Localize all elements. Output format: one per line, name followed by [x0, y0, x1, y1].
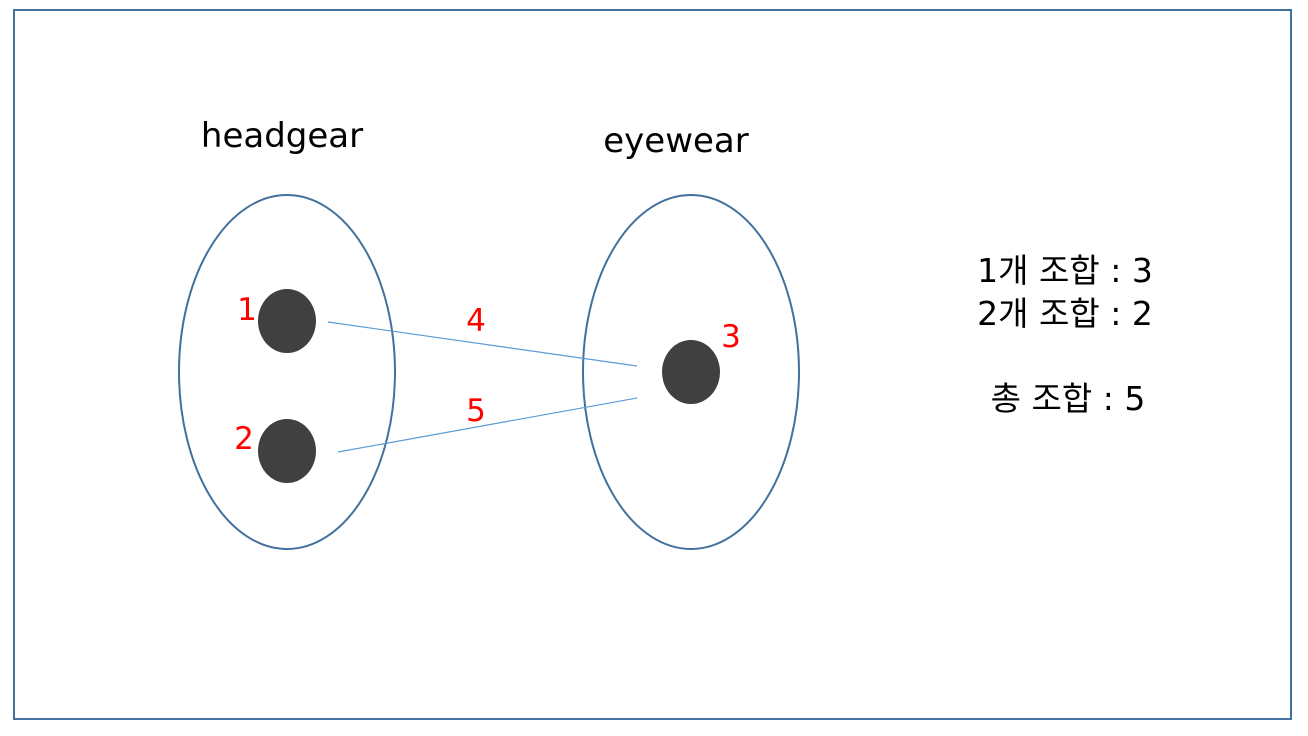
summary-line-2: 2개 조합 : 2 [977, 294, 1153, 333]
node-2-label: 2 [234, 421, 254, 457]
eyewear-set-title: eyewear [603, 121, 749, 161]
summary-line-1: 1개 조합 : 3 [977, 251, 1153, 290]
edge-2-3-label: 5 [466, 393, 486, 429]
edge-1-3-label: 4 [466, 303, 486, 339]
headgear-set-title: headgear [201, 116, 363, 156]
edge-1-3 [327, 321, 638, 367]
node-2 [258, 419, 316, 483]
node-3-label: 3 [721, 319, 741, 355]
diagram-frame [13, 9, 1292, 720]
node-1 [258, 289, 316, 353]
summary-total: 총 조합 : 5 [991, 379, 1146, 418]
eyewear-set-ellipse [582, 194, 800, 550]
node-3 [662, 340, 720, 404]
edge-2-3 [337, 397, 638, 453]
node-1-label: 1 [237, 292, 257, 328]
headgear-set-ellipse [178, 194, 396, 550]
